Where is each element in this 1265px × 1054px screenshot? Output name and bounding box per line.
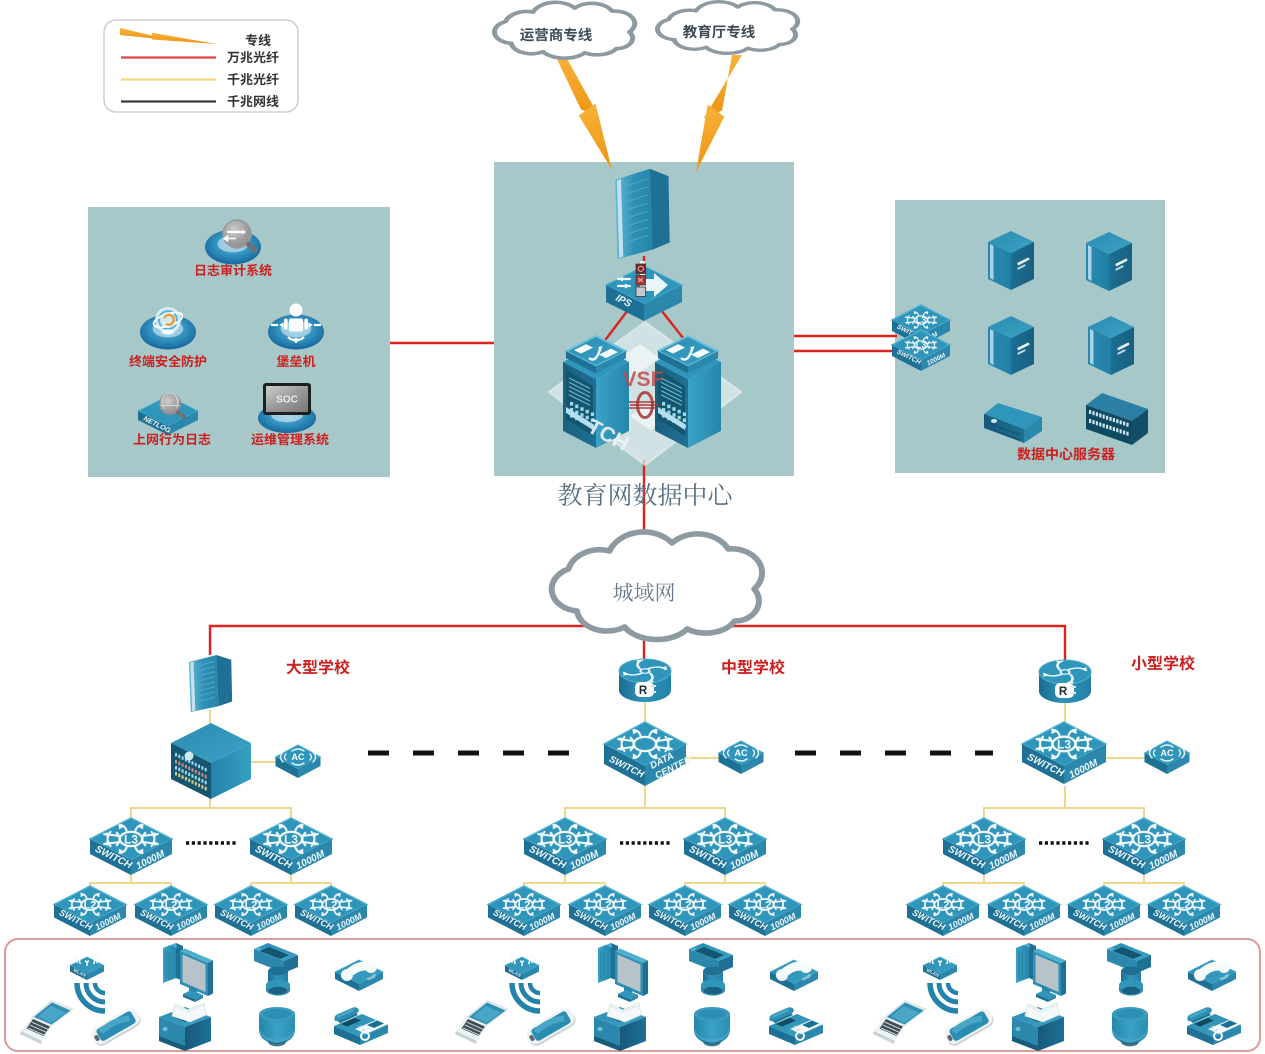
svg-text:L2: L2 <box>325 899 338 911</box>
svg-text:L2: L2 <box>759 899 772 911</box>
svg-text:L3: L3 <box>1137 832 1151 846</box>
svg-text:L2: L2 <box>84 899 97 911</box>
svg-text:AC: AC <box>1161 748 1174 758</box>
svg-text:VoIP: VoIP <box>801 973 812 982</box>
svg-text:L2: L2 <box>1098 899 1111 911</box>
svg-text:L3: L3 <box>916 315 927 325</box>
svg-text:VSF: VSF <box>623 368 664 391</box>
svg-text:L3: L3 <box>284 832 298 846</box>
svg-text:VoIP: VoIP <box>1219 973 1230 982</box>
svg-text:L2: L2 <box>1018 899 1031 911</box>
svg-text:WLAN: WLAN <box>73 967 87 978</box>
svg-text:AC: AC <box>292 752 305 762</box>
svg-text:WLAN: WLAN <box>926 967 940 978</box>
svg-text:L2: L2 <box>937 899 950 911</box>
svg-text:L2: L2 <box>599 899 612 911</box>
svg-text:L3: L3 <box>916 340 927 350</box>
svg-text:L2: L2 <box>1178 899 1191 911</box>
svg-text:L3: L3 <box>124 832 138 846</box>
svg-text:L3: L3 <box>558 832 572 846</box>
svg-text:VoIP: VoIP <box>366 973 377 982</box>
svg-text:R: R <box>1059 686 1068 698</box>
svg-text:WLAN: WLAN <box>508 967 522 978</box>
svg-text:L3: L3 <box>977 832 991 846</box>
svg-text:L2: L2 <box>165 899 178 911</box>
svg-text:SOC: SOC <box>276 395 298 406</box>
svg-text:L2: L2 <box>679 899 692 911</box>
svg-text:L3: L3 <box>1057 737 1071 751</box>
svg-text:L3: L3 <box>718 832 732 846</box>
svg-text:L2: L2 <box>245 899 258 911</box>
svg-text:L2: L2 <box>518 899 531 911</box>
svg-text:R: R <box>639 685 648 697</box>
svg-text:AC: AC <box>735 748 748 758</box>
